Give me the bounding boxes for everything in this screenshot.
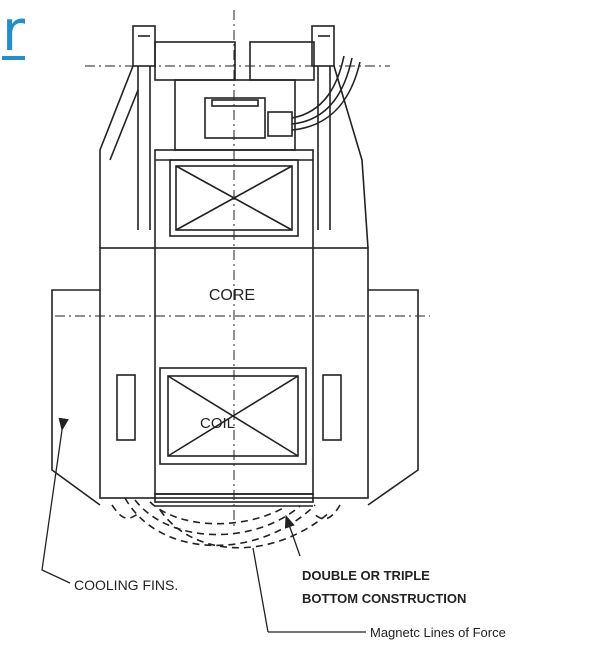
side-plates — [99, 65, 369, 249]
cooling-fins — [51, 289, 419, 506]
center-lines — [55, 10, 430, 530]
lower-coil — [159, 367, 307, 465]
bottom-construction-label-1: DOUBLE OR TRIPLE — [302, 568, 430, 583]
cropped-link-text[interactable]: r — [2, 2, 26, 62]
cooling-fins-label: COOLING FINS. — [74, 577, 178, 593]
terminal-box — [174, 55, 361, 151]
core-label: CORE — [209, 287, 255, 304]
bottom-construction-label-2: BOTTOM CONSTRUCTION — [302, 591, 466, 606]
magnetic-lines-label: Magnetc Lines of Force — [370, 625, 506, 640]
leader-lines — [41, 417, 366, 633]
coil-label: COIL — [200, 415, 235, 432]
magnetic-field-lines — [111, 497, 341, 549]
